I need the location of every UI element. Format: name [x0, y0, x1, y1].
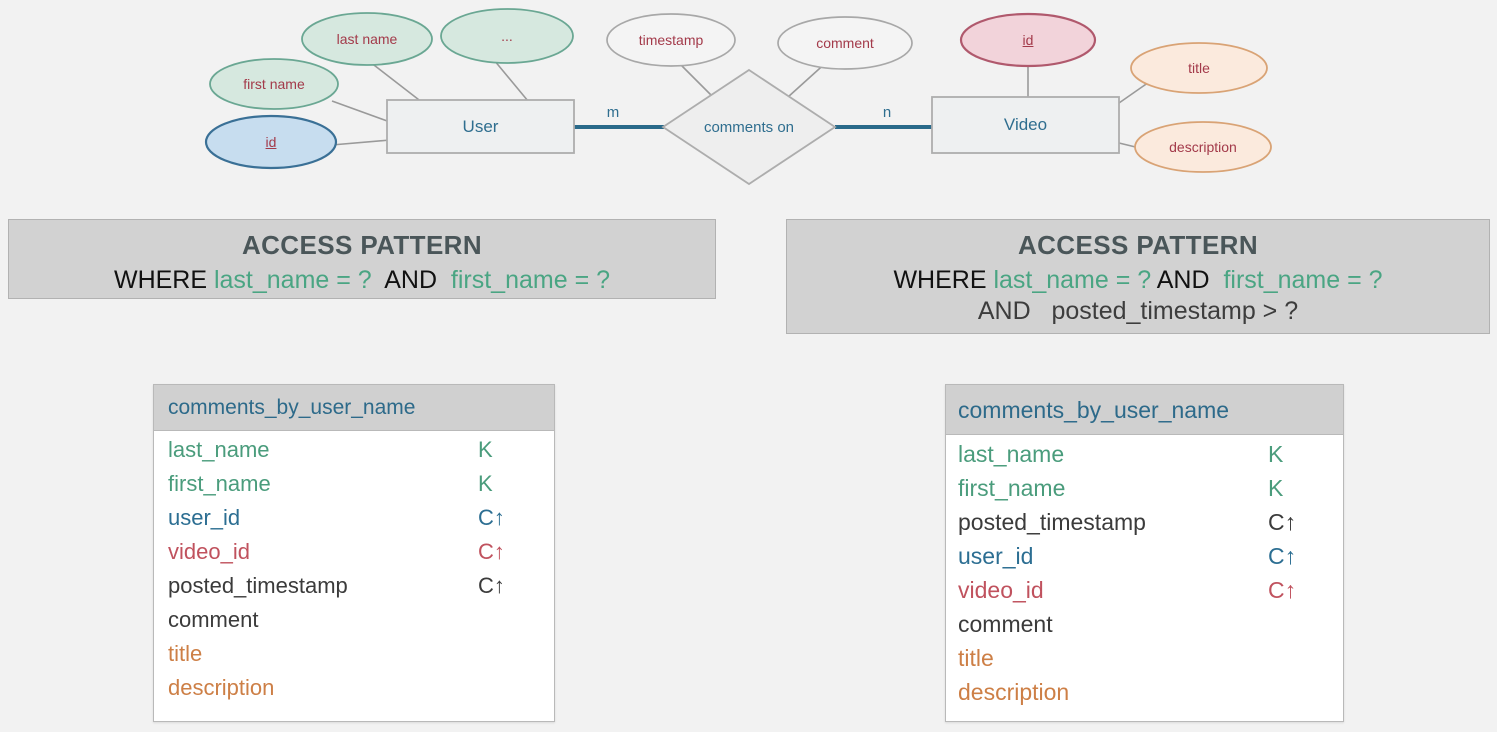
column-name: posted_timestamp — [958, 509, 1146, 535]
ap-r-cond-last-name: last_name = ? — [993, 266, 1152, 294]
table-row: first_name K — [154, 473, 554, 507]
ap-r-kw-and: AND — [1151, 266, 1224, 294]
column-name: title — [958, 645, 994, 671]
rel-attr-timestamp-ellipse — [606, 13, 736, 67]
table-row: title — [946, 647, 1343, 681]
column-key-marker: C↑ — [1268, 543, 1297, 569]
table-row: comment — [946, 613, 1343, 647]
access-pattern-left: ACCESS PATTERN WHERE last_name = ? AND f… — [8, 219, 716, 299]
user-attr-first-name-ellipse — [209, 58, 339, 110]
table-card-left-title: comments_by_user_name — [154, 385, 554, 431]
column-name: video_id — [168, 539, 250, 564]
column-name: first_name — [958, 475, 1066, 501]
ap-r-cond-first-name: first_name = ? — [1223, 266, 1383, 294]
column-name: title — [168, 641, 203, 666]
column-key-marker: C↑ — [1268, 577, 1297, 603]
edge-last-name — [369, 61, 424, 104]
relationship-diamond — [661, 68, 837, 186]
column-key-marker: K — [478, 437, 493, 462]
table-row: description — [946, 681, 1343, 715]
ap-l-cond-last-name: last_name = ? — [213, 266, 372, 294]
video-attr-title-ellipse — [1130, 42, 1268, 94]
edge-timestamp — [677, 61, 717, 101]
column-name: comment — [958, 611, 1053, 637]
column-name: first_name — [168, 471, 271, 496]
table-row: user_id C↑ — [946, 545, 1343, 579]
access-pattern-right: ACCESS PATTERN WHERE last_name = ? AND f… — [786, 219, 1490, 334]
user-attr-last-name-ellipse — [301, 12, 433, 66]
column-name: description — [168, 675, 275, 700]
user-entity-box — [386, 99, 575, 154]
column-name: posted_timestamp — [168, 573, 348, 598]
table-card-right-title: comments_by_user_name — [946, 385, 1343, 435]
ap-l-kw-where: WHERE — [113, 266, 214, 294]
ap-r-cond-posted-timestamp: AND posted_timestamp > ? — [977, 297, 1299, 325]
ap-r-kw-where: WHERE — [893, 266, 994, 294]
column-name: description — [958, 679, 1070, 705]
column-key-marker: K — [1268, 441, 1284, 467]
column-name: comment — [168, 607, 259, 632]
table-row: video_id C↑ — [154, 541, 554, 575]
column-name: user_id — [958, 543, 1034, 569]
access-pattern-left-title: ACCESS PATTERN — [241, 230, 483, 260]
access-pattern-left-line-1: WHERE last_name = ? AND first_name = ? — [9, 265, 715, 296]
video-attr-description-ellipse — [1134, 121, 1272, 173]
column-key-marker: C↑ — [1268, 509, 1297, 535]
ap-l-cond-first-name: first_name = ? — [450, 266, 611, 294]
column-key-marker: C↑ — [478, 539, 505, 564]
column-name: user_id — [168, 505, 241, 530]
table-row: user_id C↑ — [154, 507, 554, 541]
rel-attr-comment-ellipse — [777, 16, 913, 70]
table-row: title — [154, 643, 554, 677]
column-name: last_name — [958, 441, 1065, 467]
table-row: description — [154, 677, 554, 711]
ap-l-kw-and: AND — [371, 266, 451, 294]
access-pattern-right-line-1: WHERE last_name = ? AND first_name = ? — [787, 265, 1489, 296]
table-row: posted_timestamp C↑ — [154, 575, 554, 609]
table-row: last_name K — [154, 439, 554, 473]
access-pattern-right-title: ACCESS PATTERN — [1017, 230, 1259, 260]
video-attr-id-ellipse — [959, 12, 1097, 68]
table-row: posted_timestamp C↑ — [946, 511, 1343, 545]
er-diagram: first name last name ... id timestamp co… — [0, 0, 1497, 200]
table-row: comment — [154, 609, 554, 643]
edge-more — [493, 59, 529, 102]
column-name: last_name — [168, 437, 270, 462]
column-key-marker: K — [1268, 475, 1284, 501]
user-attr-more-ellipse — [440, 8, 574, 64]
column-key-marker: C↑ — [478, 505, 505, 530]
edge-first-name — [331, 100, 391, 123]
access-pattern-right-line-2: AND posted_timestamp > ? — [787, 296, 1489, 327]
table-row: first_name K — [946, 477, 1343, 511]
column-key-marker: C↑ — [478, 573, 505, 598]
video-entity-box — [931, 96, 1120, 154]
table-row: video_id C↑ — [946, 579, 1343, 613]
column-name: video_id — [958, 577, 1044, 603]
table-row: last_name K — [946, 443, 1343, 477]
user-attr-id-ellipse — [204, 114, 338, 170]
column-key-marker: K — [478, 471, 493, 496]
